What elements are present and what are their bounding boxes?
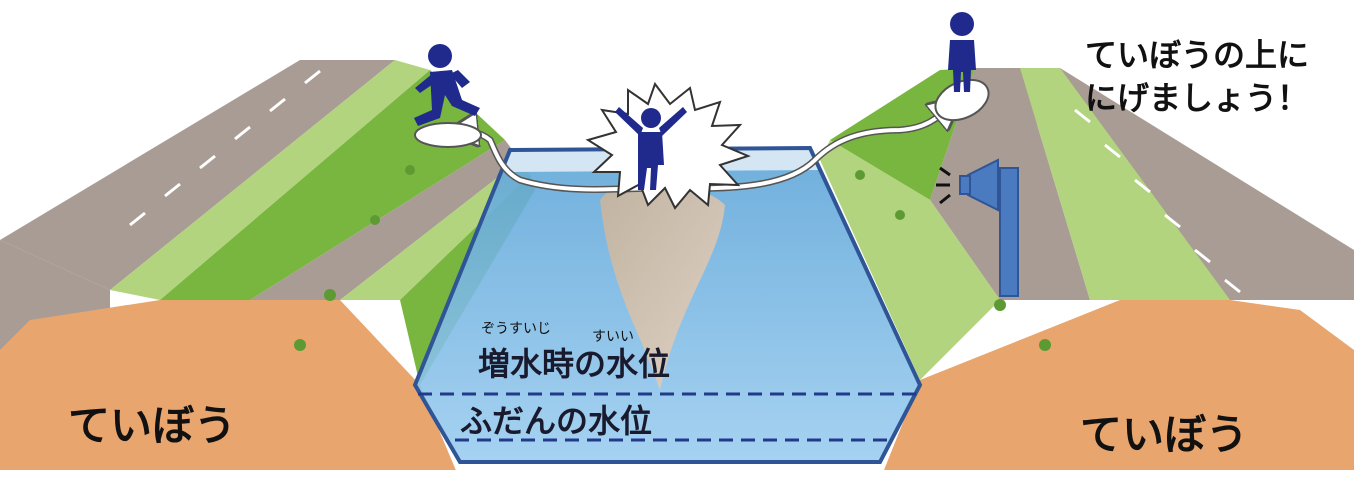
loudspeaker-icon	[936, 158, 1019, 297]
standing-person-icon	[948, 12, 976, 92]
embankment-left-label: ていぼう	[68, 401, 237, 450]
soil-cross-section	[0, 300, 1354, 493]
left-road-dashes	[129, 69, 321, 227]
water-swirl	[600, 181, 725, 390]
bushes	[294, 165, 1051, 351]
normal-water-level-label: ふだんの水位	[460, 402, 653, 440]
evacuation-message-line1: ていぼうの上に	[1085, 36, 1310, 74]
right-road-dashes	[1074, 108, 1241, 294]
left-embankment-slope	[110, 60, 535, 385]
flood-level-ruby-zousuiji: ぞうすいじ	[481, 321, 551, 337]
evacuation-route	[450, 100, 958, 193]
running-person-icon	[414, 44, 480, 126]
flood-water-level-label: 増水時の水位	[478, 345, 671, 383]
flood-level-ruby-suii: すいい	[592, 329, 634, 345]
left-safe-spot	[414, 122, 482, 148]
embankment-right-label: ていぼう	[1080, 410, 1249, 459]
right-embankment-slope	[820, 68, 1230, 380]
surprised-person-icon	[615, 107, 687, 190]
evacuation-message: ていぼうの上に にげましょう！	[1085, 34, 1309, 120]
evacuation-message-line2: にげましょう！	[1085, 79, 1310, 117]
